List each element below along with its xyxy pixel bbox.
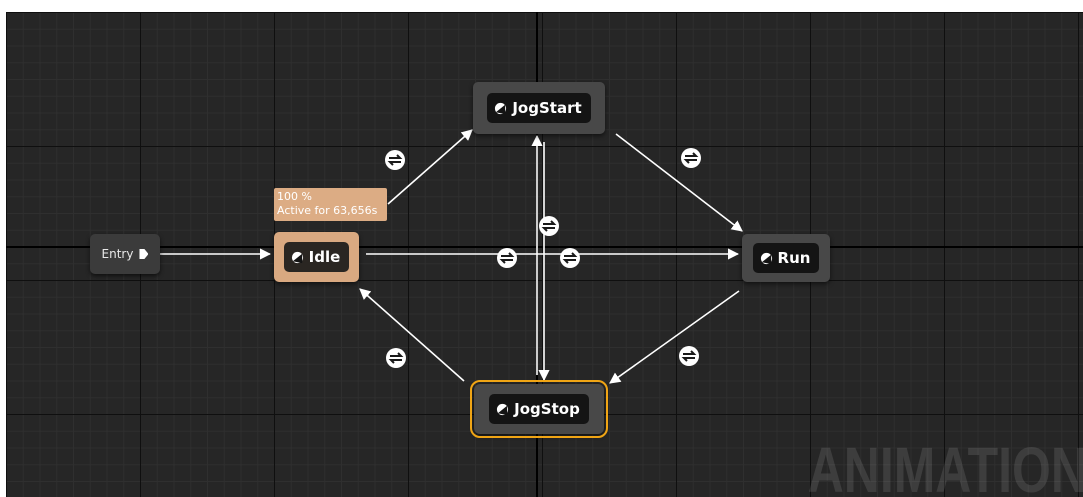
state-label-idle: Idle (308, 248, 341, 266)
active-state-tooltip: 100 % Active for 63,656s (274, 188, 387, 221)
wire-jogstart-run (615, 133, 743, 232)
state-node-jogstart[interactable]: JogStart (473, 82, 605, 134)
transition-rule-icon[interactable] (496, 247, 518, 269)
entry-node[interactable]: Entry (90, 234, 160, 274)
entry-label: Entry (101, 247, 134, 261)
state-node-idle[interactable]: Idle (274, 232, 359, 282)
transition-rule-icon[interactable] (678, 345, 700, 367)
wire-run-jogstop (609, 290, 740, 384)
transition-rule-icon[interactable] (384, 149, 406, 171)
state-label-jogstop: JogStop (514, 400, 580, 418)
state-node-run[interactable]: Run (742, 234, 830, 282)
graph-type-watermark: ANIMATION (807, 434, 1083, 497)
state-icon (497, 403, 509, 415)
state-label-jogstart: JogStart (512, 99, 582, 117)
wire-idle-jogstart (387, 129, 473, 205)
transition-rule-icon[interactable] (680, 147, 702, 169)
state-weight: 100 % (277, 190, 312, 203)
state-icon (760, 252, 772, 264)
transition-rule-icon[interactable] (538, 215, 560, 237)
transition-rule-icon[interactable] (559, 247, 581, 269)
entry-arrow-icon (139, 249, 149, 259)
state-label-run: Run (777, 249, 811, 267)
state-icon (291, 251, 303, 263)
transition-wires (160, 129, 743, 384)
graph-canvas[interactable]: Entry 100 % Active for 63,656s Idle JogS… (6, 12, 1083, 497)
state-icon (495, 102, 507, 114)
wire-jogstop-idle (359, 288, 465, 382)
transition-rule-icon[interactable] (385, 347, 407, 369)
state-node-jogstop[interactable]: JogStop (470, 380, 608, 438)
state-active-time: Active for 63,656s (277, 204, 378, 217)
